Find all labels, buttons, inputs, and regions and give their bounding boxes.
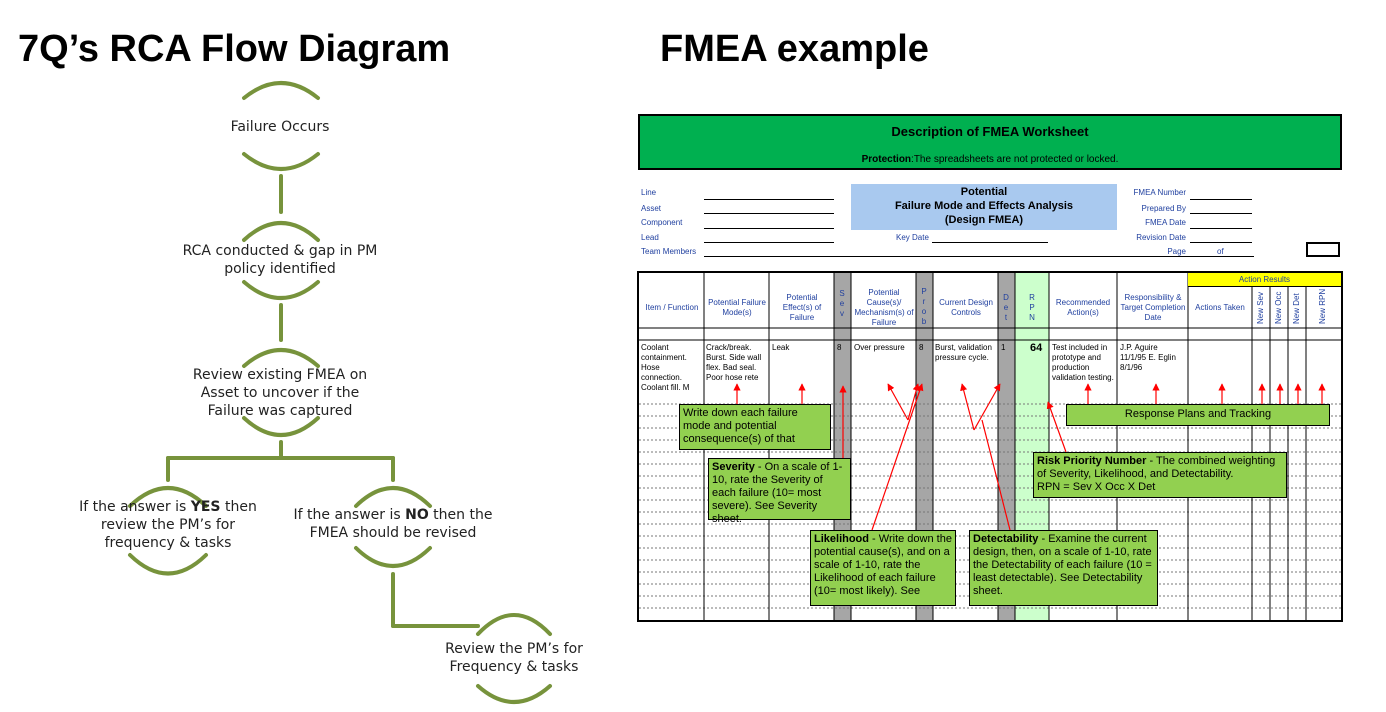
col-failure-effect: Potential Effect(s) of Failure	[782, 293, 822, 322]
col-recommended: Recommended Action(s)	[1055, 298, 1111, 317]
cell-effect: Leak	[772, 343, 790, 352]
node-review-fmea: Review existing FMEA on Asset to uncover…	[170, 366, 390, 420]
potential-line1: Potential	[960, 186, 1008, 198]
col-controls: Current Design Controls	[939, 298, 993, 317]
rca-flow-connectors	[128, 81, 552, 704]
node1-bottom-arc	[242, 152, 320, 171]
col-rpn: R P N	[1029, 293, 1035, 322]
no-bottom-arc	[354, 546, 432, 568]
node3-line1: Review existing FMEA on	[192, 367, 368, 383]
key-date-line	[932, 242, 1048, 243]
potential-line2: Failure Mode and Effects Analysis	[894, 200, 1074, 212]
page-box	[1306, 242, 1340, 257]
yes-line2: review the PM’s for	[100, 517, 236, 533]
form-line-component	[704, 228, 834, 229]
node-answer-no: If the answer is NO then the FMEA should…	[288, 506, 498, 542]
potential-fmea-box: Potential Failure Mode and Effects Analy…	[851, 184, 1117, 230]
cell-prob: 8	[919, 343, 924, 352]
form-label-prepared-by: Prepared By	[1141, 204, 1186, 213]
no-line2: FMEA should be revised	[309, 525, 477, 541]
form-label-asset: Asset	[641, 204, 662, 213]
form-line-team	[704, 256, 1254, 257]
yes-bottom-arc	[128, 553, 208, 576]
callout-severity: Severity - On a scale of 1-10, rate the …	[708, 458, 851, 525]
no-top-arc	[354, 486, 432, 508]
form-label-fmea-date: FMEA Date	[1145, 218, 1186, 227]
form-line-prepared-by	[1190, 213, 1252, 214]
col-responsibility: Responsibility & Target Completion Date	[1120, 293, 1186, 322]
final-top-arc	[476, 613, 552, 636]
cell-recommended: Test included in prototype and productio…	[1052, 343, 1114, 382]
form-label-component: Component	[641, 218, 683, 227]
key-date-label: Key Date	[896, 233, 929, 242]
callout-likelihood: Likelihood - Write down the potential ca…	[810, 530, 956, 606]
action-results-header: Action Results	[1188, 273, 1341, 287]
rca-title: 7Q’s RCA Flow Diagram	[18, 28, 451, 70]
form-line-lead	[704, 242, 834, 243]
cell-rpn: 64	[1030, 342, 1043, 354]
form-label-lead: Lead	[641, 233, 659, 242]
form-label-page: Page	[1167, 247, 1186, 256]
rpn-formula: RPN = Sev X Occ X Det	[1037, 481, 1156, 493]
node-failure-occurs: Failure Occurs	[180, 118, 380, 136]
node-answer-yes: If the answer is YES then review the PM’…	[68, 498, 268, 552]
form-line-line	[704, 199, 834, 200]
callout-rpn: Risk Priority Number - The combined weig…	[1033, 452, 1287, 498]
callout-detectability: Detectability - Examine the current desi…	[969, 530, 1158, 606]
yes-line1: If the answer is YES then	[79, 499, 257, 515]
fmea-protection-note: Protection:The spreadsheets are not prot…	[861, 154, 1119, 165]
callout-write-down: Write down each failure mode and potenti…	[679, 404, 831, 450]
node2-top-arc	[242, 221, 320, 242]
col-cause: Potential Cause(s)/ Mechanism(s) of Fail…	[854, 288, 914, 327]
node3-line2: Asset to uncover if the	[200, 385, 360, 401]
node6-line1: Review the PM’s for	[445, 641, 583, 657]
form-label-revision-date: Revision Date	[1136, 233, 1186, 242]
callout-response-plans: Response Plans and Tracking	[1066, 404, 1330, 426]
col-item-function: Item / Function	[645, 303, 699, 312]
node-rca-conducted: RCA conducted & gap in PM policy identif…	[170, 242, 390, 278]
cell-responsibility: J.P. Aguire 11/1/95 E. Eglin 8/1/96	[1120, 343, 1176, 372]
cell-mode: Crack/break. Burst. Side wall flex. Bad …	[706, 343, 762, 382]
page-of-label: of	[1217, 247, 1224, 256]
node1-label: Failure Occurs	[230, 119, 330, 135]
col-det: D e t	[1003, 293, 1009, 322]
col-prob: P r o b	[921, 287, 927, 326]
cell-item: Coolant containment. Hose connection. Co…	[641, 343, 690, 392]
form-line-fmea-number	[1190, 199, 1252, 200]
form-label-fmea-number: FMEA Number	[1133, 188, 1186, 197]
node2-line1: RCA conducted & gap in PM	[182, 243, 378, 259]
yes-line3: frequency & tasks	[104, 535, 232, 551]
cell-cause: Over pressure	[854, 343, 905, 352]
node3-top-arc	[242, 348, 320, 368]
form-line-revision-date	[1190, 242, 1252, 243]
fmea-title: FMEA example	[660, 28, 929, 70]
node2-bottom-arc	[242, 280, 320, 300]
no-line1: If the answer is NO then the	[293, 507, 493, 523]
form-line-asset	[704, 213, 834, 214]
node6-line2: Frequency & tasks	[449, 659, 579, 675]
col-failure-mode: Potential Failure Mode(s)	[708, 298, 766, 317]
form-label-line: Line	[641, 188, 657, 197]
col-actions-taken: Actions Taken	[1195, 303, 1245, 312]
node-review-pm: Review the PM’s for Frequency & tasks	[414, 640, 614, 676]
cell-det: 1	[1001, 343, 1006, 352]
final-bottom-arc	[476, 684, 552, 704]
col-sev: S e v	[839, 289, 845, 318]
node2-line2: policy identified	[224, 261, 336, 277]
node1-top-arc	[242, 81, 320, 100]
cell-controls: Burst, validation pressure cycle.	[935, 343, 992, 362]
node3-line3: Failure was captured	[207, 403, 353, 419]
node3-bottom-arc	[242, 416, 320, 437]
fmea-header-banner: Description of FMEA Worksheet Protection…	[638, 114, 1342, 170]
potential-line3: (Design FMEA)	[944, 214, 1024, 226]
fmea-header-title: Description of FMEA Worksheet	[891, 124, 1089, 139]
form-label-team: Team Members	[641, 247, 697, 256]
form-line-fmea-date	[1190, 228, 1252, 229]
cell-sev: 8	[837, 343, 842, 352]
yes-top-arc	[128, 486, 208, 508]
